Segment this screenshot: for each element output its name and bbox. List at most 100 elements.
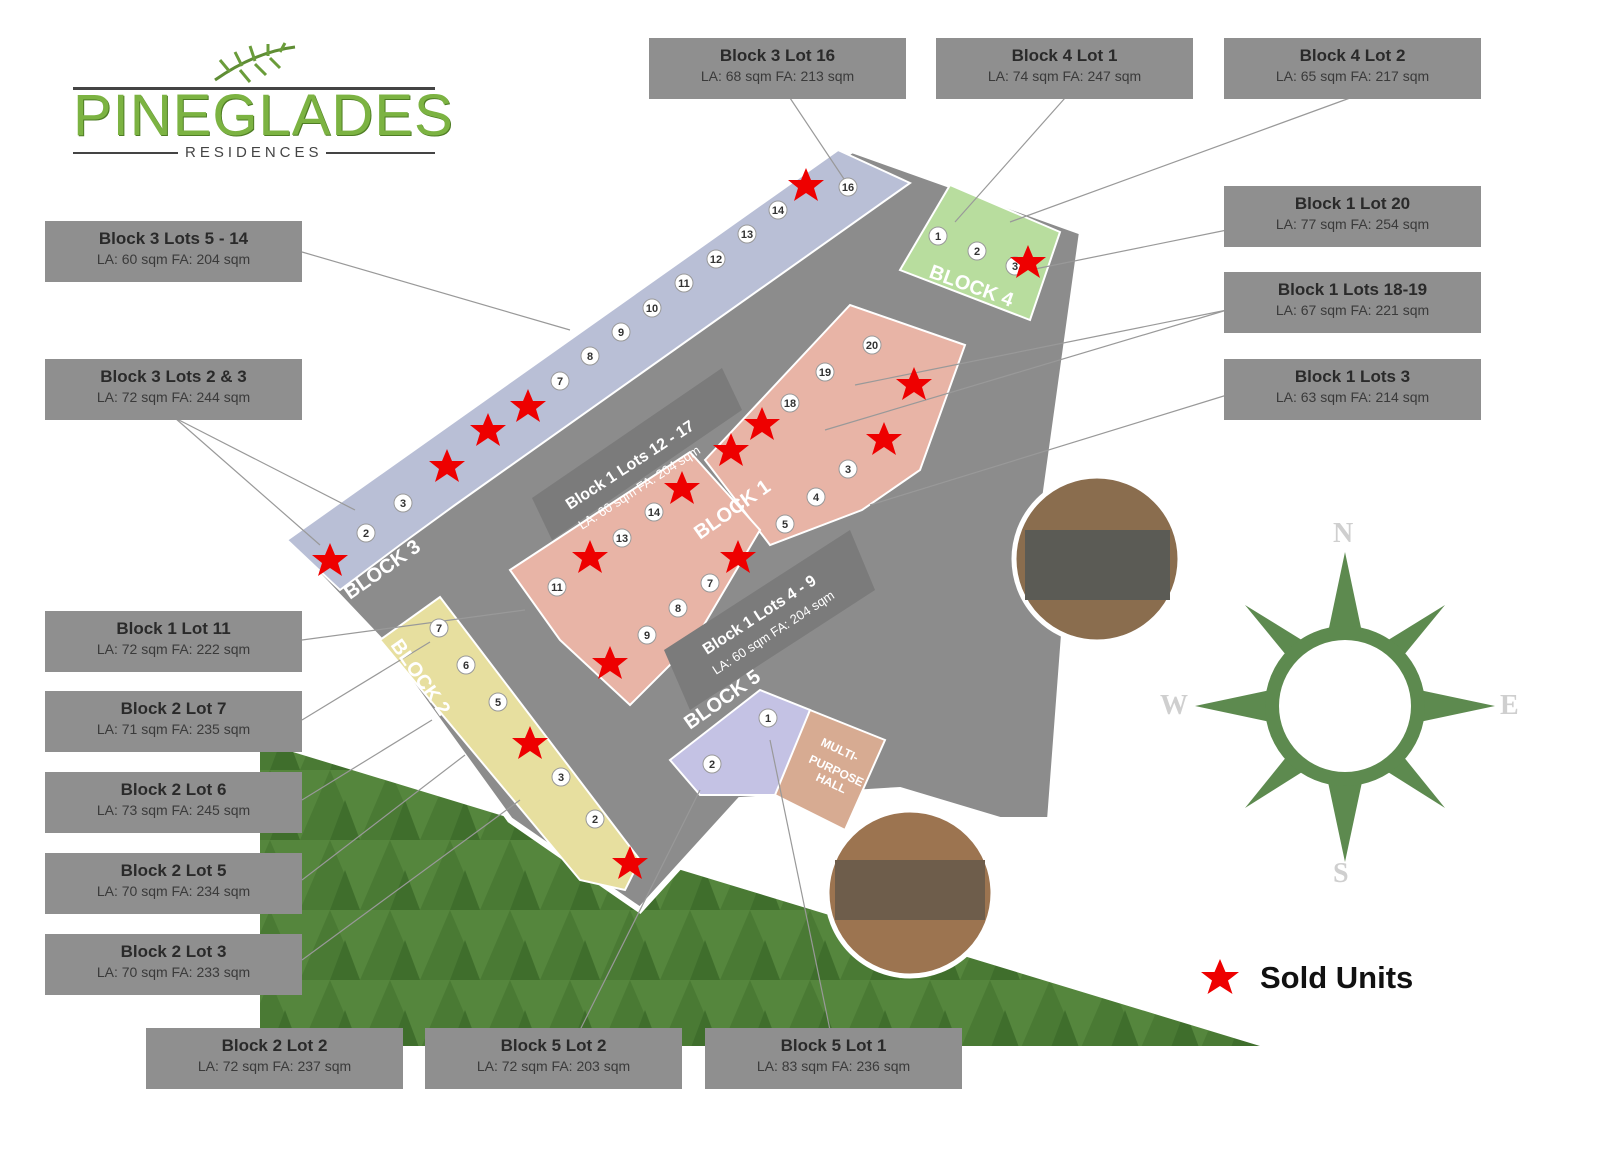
banner-block1-12-17 (532, 368, 742, 540)
compass-w: W (1160, 690, 1188, 721)
pine-branch-icon (214, 42, 296, 83)
callout-title: Block 5 Lot 2 (500, 1036, 607, 1055)
callout-b4-l2: Block 4 Lot 2 LA: 65 sqm FA: 217 sqm (1224, 38, 1481, 99)
svg-text:1: 1 (935, 231, 941, 243)
callout-area: LA: 73 sqm FA: 245 sqm (96, 802, 251, 818)
lot-marker-text: 16 14 13 12 11 10 9 8 7 3 2 1 2 3 20 19 … (363, 182, 1018, 826)
callout-title: Block 1 Lots 18-19 (1277, 280, 1428, 299)
svg-text:9: 9 (618, 327, 624, 339)
svg-text:7: 7 (557, 376, 563, 388)
svg-text:13: 13 (741, 229, 753, 241)
svg-text:8: 8 (587, 351, 593, 363)
svg-text:14: 14 (648, 507, 661, 519)
svg-text:12: 12 (710, 254, 722, 266)
svg-text:19: 19 (819, 367, 831, 379)
svg-text:14: 14 (772, 205, 785, 217)
callout-b5-l1: Block 5 Lot 1 LA: 83 sqm FA: 236 sqm (705, 1028, 962, 1089)
callout-area: LA: 65 sqm FA: 217 sqm (1275, 68, 1430, 84)
callout-title: Block 4 Lot 2 (1299, 46, 1406, 65)
callout-area: LA: 72 sqm FA: 203 sqm (476, 1058, 631, 1074)
hall-photo-detail (835, 860, 985, 920)
logo-subtitle: RESIDENCES (185, 144, 323, 161)
svg-text:3: 3 (845, 464, 851, 476)
callout-b2-l6: Block 2 Lot 6 LA: 73 sqm FA: 245 sqm (45, 772, 302, 833)
callout-area: LA: 67 sqm FA: 221 sqm (1275, 302, 1430, 318)
block-3 (285, 148, 912, 592)
callout-b1-l18-19: Block 1 Lots 18-19 LA: 67 sqm FA: 221 sq… (1224, 272, 1481, 333)
callout-b1-l3: Block 1 Lots 3 LA: 63 sqm FA: 214 sqm (1224, 359, 1481, 420)
leader-lines (174, 97, 1351, 1031)
callout-b1-l11: Block 1 Lot 11 LA: 72 sqm FA: 222 sqm (45, 611, 302, 672)
callout-b2-l5: Block 2 Lot 5 LA: 70 sqm FA: 234 sqm (45, 853, 302, 914)
compass-n: N (1333, 518, 1354, 549)
callout-area: LA: 71 sqm FA: 235 sqm (96, 721, 251, 737)
callout-title: Block 1 Lots 3 (1294, 367, 1411, 386)
svg-text:2: 2 (363, 528, 369, 540)
svg-text:3: 3 (400, 498, 406, 510)
svg-text:2: 2 (709, 759, 715, 771)
svg-text:20: 20 (866, 340, 878, 352)
multi-purpose-hall (773, 708, 887, 832)
compass-rose (1195, 552, 1495, 862)
callout-title: Block 1 Lot 11 (116, 619, 231, 638)
block-2 (378, 595, 642, 892)
star-icon (1201, 959, 1239, 994)
callout-b3-l16: Block 3 Lot 16 LA: 68 sqm FA: 213 sqm (649, 38, 906, 99)
callout-area: LA: 72 sqm FA: 222 sqm (96, 641, 251, 657)
callout-title: Block 1 Lot 20 (1294, 194, 1411, 213)
compass-e: E (1500, 690, 1519, 721)
svg-text:7: 7 (707, 578, 713, 590)
callout-area: LA: 83 sqm FA: 236 sqm (756, 1058, 911, 1074)
block-1-upper (703, 303, 967, 547)
svg-text:3: 3 (1012, 261, 1018, 273)
callout-b2-l7: Block 2 Lot 7 LA: 71 sqm FA: 235 sqm (45, 691, 302, 752)
callout-b4-l1: Block 4 Lot 1 LA: 74 sqm FA: 247 sqm (936, 38, 1193, 99)
callout-area: LA: 72 sqm FA: 244 sqm (96, 389, 251, 405)
callout-b3-l5-14: Block 3 Lots 5 - 14 LA: 60 sqm FA: 204 s… (45, 221, 302, 282)
callout-title: Block 2 Lot 2 (221, 1036, 328, 1055)
svg-text:11: 11 (551, 582, 563, 594)
svg-text:3: 3 (558, 772, 564, 784)
callout-area: LA: 63 sqm FA: 214 sqm (1275, 389, 1430, 405)
callout-area: LA: 74 sqm FA: 247 sqm (987, 68, 1142, 84)
legend: Sold Units (1200, 958, 1413, 998)
logo-wordmark: PINEGLADES (73, 83, 454, 148)
callout-title: Block 4 Lot 1 (1011, 46, 1118, 65)
svg-text:18: 18 (784, 398, 796, 410)
svg-text:2: 2 (592, 814, 598, 826)
logo-divider-bottom-left (73, 152, 178, 154)
callout-title: Block 2 Lot 7 (120, 699, 227, 718)
callout-title: Block 5 Lot 1 (780, 1036, 887, 1055)
svg-text:16: 16 (842, 182, 854, 194)
svg-text:8: 8 (675, 603, 681, 615)
svg-text:2: 2 (974, 246, 980, 258)
callout-title: Block 2 Lot 3 (120, 942, 227, 961)
callout-b5-l2: Block 5 Lot 2 LA: 72 sqm FA: 203 sqm (425, 1028, 682, 1089)
callout-area: LA: 60 sqm FA: 204 sqm (96, 251, 251, 267)
callout-area: LA: 68 sqm FA: 213 sqm (700, 68, 855, 84)
svg-text:13: 13 (616, 533, 628, 545)
callout-title: Block 3 Lots 2 & 3 (100, 367, 247, 386)
svg-text:5: 5 (495, 697, 501, 709)
callout-b2-l3: Block 2 Lot 3 LA: 70 sqm FA: 233 sqm (45, 934, 302, 995)
callout-b1-l20: Block 1 Lot 20 LA: 77 sqm FA: 254 sqm (1224, 186, 1481, 247)
svg-text:4: 4 (813, 492, 820, 504)
svg-text:7: 7 (436, 623, 442, 635)
callout-title: Block 3 Lots 5 - 14 (98, 229, 249, 248)
svg-text:1: 1 (765, 713, 771, 725)
callout-b2-l2: Block 2 Lot 2 LA: 72 sqm FA: 237 sqm (146, 1028, 403, 1089)
svg-text:6: 6 (463, 660, 469, 672)
compass-s: S (1333, 858, 1349, 889)
logo-divider-bottom-right (326, 152, 435, 154)
banner-block1-4-9 (664, 530, 875, 710)
svg-text:5: 5 (782, 519, 788, 531)
callout-area: LA: 70 sqm FA: 233 sqm (96, 964, 251, 980)
sold-stars (312, 168, 1046, 879)
lot-markers (356, 177, 1025, 829)
callout-b3-l2-3: Block 3 Lots 2 & 3 LA: 72 sqm FA: 244 sq… (45, 359, 302, 420)
logo-divider-top (73, 87, 435, 90)
callout-title: Block 2 Lot 6 (120, 780, 227, 799)
callout-area: LA: 70 sqm FA: 234 sqm (96, 883, 251, 899)
svg-text:10: 10 (646, 303, 658, 315)
gate-photo-detail (1025, 530, 1170, 600)
